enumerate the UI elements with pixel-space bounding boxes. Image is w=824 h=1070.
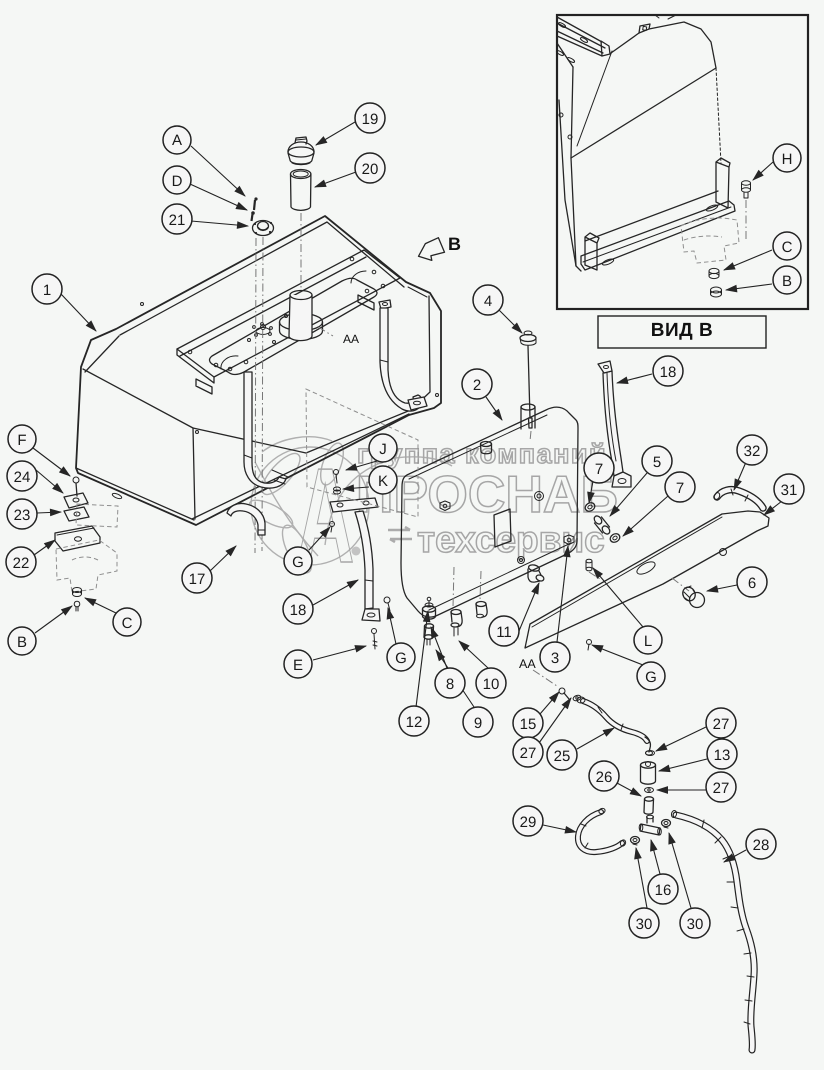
svg-text:26: 26 (596, 769, 613, 786)
svg-text:21: 21 (169, 212, 186, 229)
svg-text:30: 30 (687, 916, 704, 933)
svg-text:15: 15 (520, 716, 537, 733)
svg-text:1: 1 (43, 282, 51, 299)
svg-text:19: 19 (362, 111, 379, 128)
svg-text:9: 9 (474, 715, 482, 732)
svg-text:B: B (17, 634, 27, 651)
svg-text:G: G (292, 554, 304, 571)
svg-text:10: 10 (483, 676, 500, 693)
svg-text:B: B (448, 234, 461, 254)
svg-text:8: 8 (446, 676, 454, 693)
svg-text:30: 30 (636, 916, 653, 933)
svg-text:2: 2 (473, 377, 481, 394)
svg-text:G: G (645, 669, 657, 686)
svg-text:4: 4 (484, 293, 492, 310)
svg-text:18: 18 (290, 602, 307, 619)
svg-text:18: 18 (660, 364, 677, 381)
svg-text:H: H (782, 151, 793, 168)
svg-text:3: 3 (551, 650, 559, 667)
svg-text:F: F (17, 432, 26, 449)
svg-text:12: 12 (406, 714, 423, 731)
svg-text:20: 20 (362, 161, 379, 178)
svg-text:AA: AA (519, 657, 536, 671)
svg-text:B: B (782, 273, 792, 290)
svg-text:13: 13 (714, 747, 731, 764)
svg-text:K: K (378, 473, 388, 490)
svg-text:L: L (644, 633, 652, 650)
svg-text:E: E (293, 657, 303, 674)
svg-text:группа компаний: группа компаний (357, 439, 607, 469)
svg-text:J: J (379, 441, 387, 458)
svg-text:32: 32 (744, 443, 761, 460)
svg-text:28: 28 (753, 837, 770, 854)
svg-text:AA: AA (343, 332, 359, 346)
svg-text:22: 22 (13, 555, 30, 572)
svg-text:17: 17 (189, 571, 206, 588)
svg-text:5: 5 (653, 454, 661, 471)
svg-text:27: 27 (713, 780, 730, 797)
svg-text:D: D (172, 173, 183, 190)
svg-text:7: 7 (676, 480, 684, 497)
svg-text:C: C (122, 615, 133, 632)
svg-text:A: A (172, 132, 182, 149)
svg-text:C: C (782, 239, 793, 256)
svg-text:16: 16 (655, 882, 672, 899)
svg-text:G: G (395, 650, 407, 667)
svg-text:25: 25 (554, 748, 571, 765)
svg-text:31: 31 (781, 482, 798, 499)
svg-text:ВИД В: ВИД В (651, 320, 713, 341)
svg-text:27: 27 (713, 716, 730, 733)
svg-text:24: 24 (14, 469, 31, 486)
svg-text:27: 27 (520, 745, 537, 762)
svg-text:ПРОСНАБ: ПРОСНАБ (356, 466, 618, 524)
svg-text:11: 11 (496, 624, 512, 641)
svg-text:7: 7 (595, 461, 603, 478)
svg-text:29: 29 (520, 814, 537, 831)
svg-text:23: 23 (14, 507, 31, 524)
svg-text:6: 6 (748, 575, 756, 592)
